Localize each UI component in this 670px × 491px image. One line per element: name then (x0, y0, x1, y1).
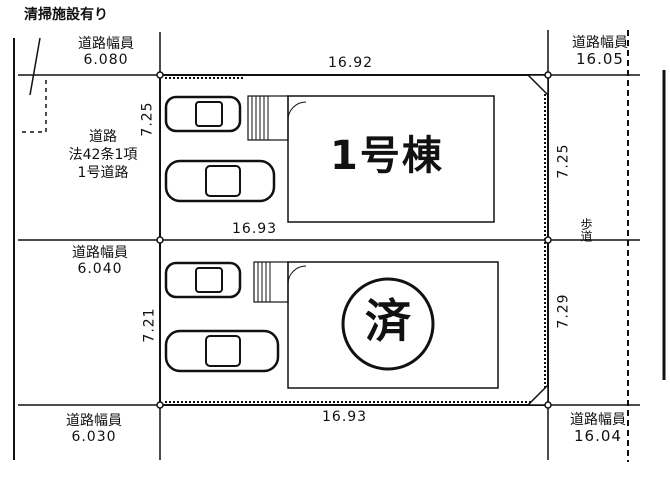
road-width-label-bottom-right: 道路幅員 (570, 412, 626, 428)
car-1a (164, 95, 242, 133)
survey-points (156, 71, 552, 409)
road-width-value-top-left: 6.080 (83, 52, 129, 68)
road-width-label-top-left: 道路幅員 (78, 36, 134, 52)
road-width-value-top-right: 16.05 (576, 50, 624, 68)
building-2-entrance-steps (253, 261, 289, 303)
cleaning-facility-note: 清掃施設有り (24, 7, 108, 23)
road-width-value-bottom-left: 6.030 (71, 429, 117, 445)
dimension-lot2-left-depth: 7.21 (141, 307, 158, 343)
left-road-law: 法42条1項 (68, 147, 138, 163)
road-width-value-bottom-right: 16.04 (574, 427, 622, 445)
building-1-door-swing (287, 101, 307, 121)
building-2-step-lines (257, 262, 271, 302)
road-width-label-mid-left: 道路幅員 (72, 245, 128, 261)
car-2a (164, 261, 242, 299)
building-1-step-lines (251, 96, 269, 140)
corner-cut-top (526, 74, 549, 97)
building-2-door-swing (287, 265, 307, 285)
dimension-lot1-left-depth: 7.25 (139, 101, 156, 137)
left-road-name: 道路 (89, 129, 117, 145)
building-1-label: 1号棟 (330, 133, 444, 179)
dimension-top-width: 16.92 (328, 55, 374, 71)
building-2-footprint (287, 261, 499, 389)
dimension-middle-width: 16.93 (232, 221, 278, 237)
leader-line (29, 37, 41, 96)
car-1b (164, 159, 276, 203)
road-width-label-top-right: 道路幅員 (572, 35, 628, 51)
dimension-bottom-width: 16.93 (322, 409, 368, 425)
corner-cut-bottom (526, 383, 549, 406)
dimension-lot2-right-depth: 7.29 (555, 293, 572, 329)
car-2b (164, 329, 280, 373)
sold-status-mark: 済 (365, 294, 411, 348)
dimension-lot1-right-depth: 7.25 (555, 143, 572, 179)
road-width-value-mid-left: 6.040 (77, 261, 123, 277)
building-1-footprint (287, 95, 495, 223)
sidewalk-label: 歩道 (579, 218, 593, 242)
road-width-label-bottom-left: 道路幅員 (66, 413, 122, 429)
left-road-class: 1号道路 (77, 165, 129, 181)
sold-circle (341, 277, 435, 371)
